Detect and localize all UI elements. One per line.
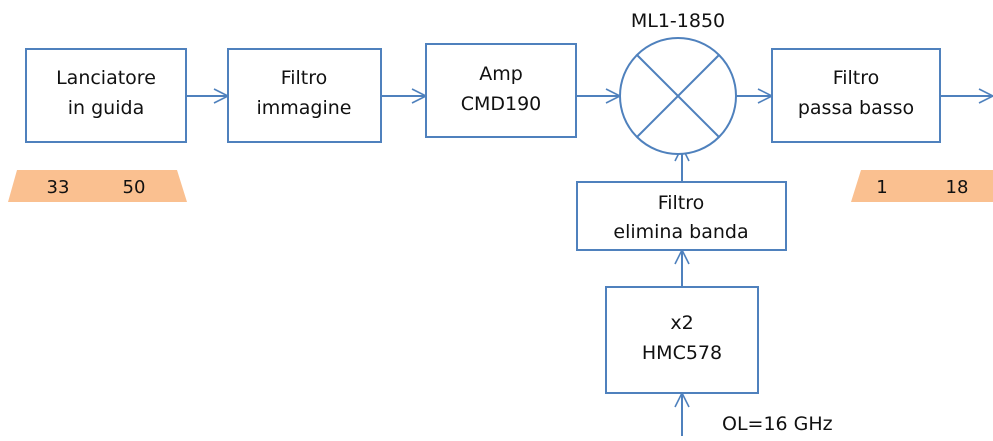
block-filtro-immagine-line2: immagine [256, 97, 351, 119]
band-input-high: 50 [123, 177, 146, 198]
band-tag-input-shape [8, 170, 187, 202]
block-duplicatore-line2: HMC578 [642, 342, 722, 364]
block-amp-line2: CMD190 [461, 93, 542, 115]
block-filtro-elimina-banda: Filtro elimina banda [576, 181, 787, 251]
block-lanciatore-line2: in guida [68, 97, 144, 119]
block-amp-line1: Amp [479, 63, 523, 85]
block-lanciatore: Lanciatore in guida [25, 48, 187, 143]
block-filtro-elimina-banda-line1: Filtro [658, 192, 705, 214]
signal-arrows [186, 88, 993, 436]
mixer: ML1-1850 [619, 10, 737, 155]
block-filtro-immagine: Filtro immagine [227, 48, 382, 143]
block-filtro-passa-basso-line1: Filtro [833, 67, 880, 89]
mixer-cross-line-b [636, 54, 720, 138]
block-filtro-passa-basso-line2: passa basso [798, 97, 914, 119]
block-filtro-elimina-banda-line2: elimina banda [613, 221, 748, 243]
lo-frequency-label: OL=16 GHz [722, 413, 833, 435]
band-output-high: 18 [946, 177, 969, 198]
band-input-low: 33 [47, 177, 70, 198]
band-tag-output-shape [851, 170, 993, 202]
block-duplicatore: x2 HMC578 [605, 286, 759, 394]
band-output-low: 1 [876, 177, 887, 198]
band-tag-output: 1 18 [851, 170, 993, 202]
band-tag-input: 33 50 [8, 170, 187, 202]
block-filtro-immagine-line1: Filtro [281, 67, 328, 89]
block-filtro-passa-basso: Filtro passa basso [771, 48, 941, 143]
block-amp: Amp CMD190 [425, 43, 577, 138]
mixer-label: ML1-1850 [631, 10, 725, 32]
block-duplicatore-line1: x2 [670, 312, 693, 334]
block-lanciatore-line1: Lanciatore [56, 67, 156, 89]
